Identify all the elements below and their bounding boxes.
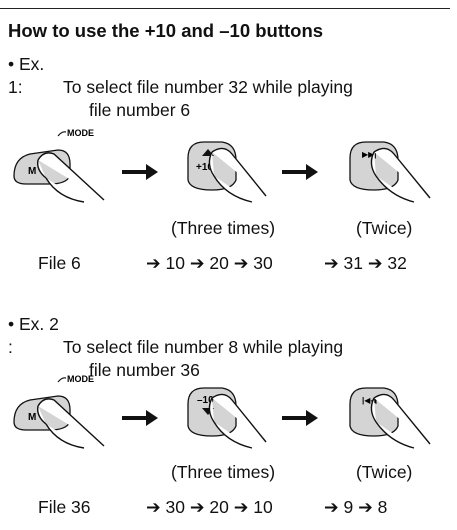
plus10-button-press-icon: +10 bbox=[187, 141, 267, 203]
example-2-times-b: (Twice) bbox=[356, 462, 413, 482]
example-1-file-label: File 6 bbox=[38, 253, 81, 273]
right-arrow-icon bbox=[282, 410, 318, 426]
example-1-sequence-a: ➔ 10 ➔ 20 ➔ 30 bbox=[146, 253, 273, 273]
skip-prev-button-press-icon: |◀◀ bbox=[349, 387, 431, 449]
m-button-label: M bbox=[28, 412, 36, 423]
example-1-sequence-b: ➔ 31 ➔ 32 bbox=[324, 253, 407, 273]
right-arrow-icon bbox=[122, 410, 158, 426]
right-arrow-icon bbox=[282, 164, 318, 180]
finger-press-icon bbox=[37, 398, 105, 449]
skip-next-button-press-icon: ▶▶| bbox=[349, 141, 431, 203]
skip-next-icon: ▶▶| bbox=[362, 150, 377, 159]
right-arrow-icon bbox=[122, 164, 158, 180]
skip-prev-icon: |◀◀ bbox=[362, 396, 377, 405]
example-2-file-label: File 36 bbox=[38, 497, 91, 517]
example-1-line1: To select file number 32 while playing bbox=[63, 77, 353, 97]
example-2-bullet: • Ex. 2 : bbox=[8, 314, 59, 357]
example-1-times-a: (Three times) bbox=[171, 218, 276, 238]
example-1-times-b: (Twice) bbox=[356, 218, 413, 238]
m-button-press-icon: M bbox=[13, 395, 105, 449]
section-title: How to use the +10 and –10 buttons bbox=[8, 20, 324, 41]
example-2-description: • Ex. 2 :To select file number 8 while p… bbox=[8, 313, 448, 382]
example-1-bullet: • Ex. 1: bbox=[8, 54, 45, 97]
m-button-label: M bbox=[28, 166, 36, 177]
example-1-illustration: MODE M +10 ▶▶| bbox=[13, 128, 431, 203]
minus10-label: –10 bbox=[197, 395, 214, 406]
mode-label: MODE bbox=[67, 128, 94, 138]
example-2-line2: file number 36 bbox=[89, 360, 200, 380]
example-2-sequence-a: ➔ 30 ➔ 20 ➔ 10 bbox=[146, 497, 273, 517]
plus10-label: +10 bbox=[196, 162, 213, 173]
example-1-description: • Ex. 1: To select file number 32 while p… bbox=[8, 53, 448, 122]
example-2-illustration: MODE M –10 |◀◀ bbox=[13, 374, 431, 449]
minus10-button-press-icon: –10 bbox=[187, 387, 267, 449]
example-2-sequence-b: ➔ 9 ➔ 8 bbox=[324, 497, 388, 517]
example-2-line1: To select file number 8 while playing bbox=[63, 337, 344, 357]
top-rule bbox=[0, 8, 450, 9]
mode-label: MODE bbox=[67, 374, 94, 384]
finger-press-icon bbox=[37, 152, 105, 203]
example-1-line2: file number 6 bbox=[89, 100, 191, 120]
m-button-press-icon: M bbox=[13, 149, 105, 203]
example-2-times-a: (Three times) bbox=[171, 462, 276, 482]
